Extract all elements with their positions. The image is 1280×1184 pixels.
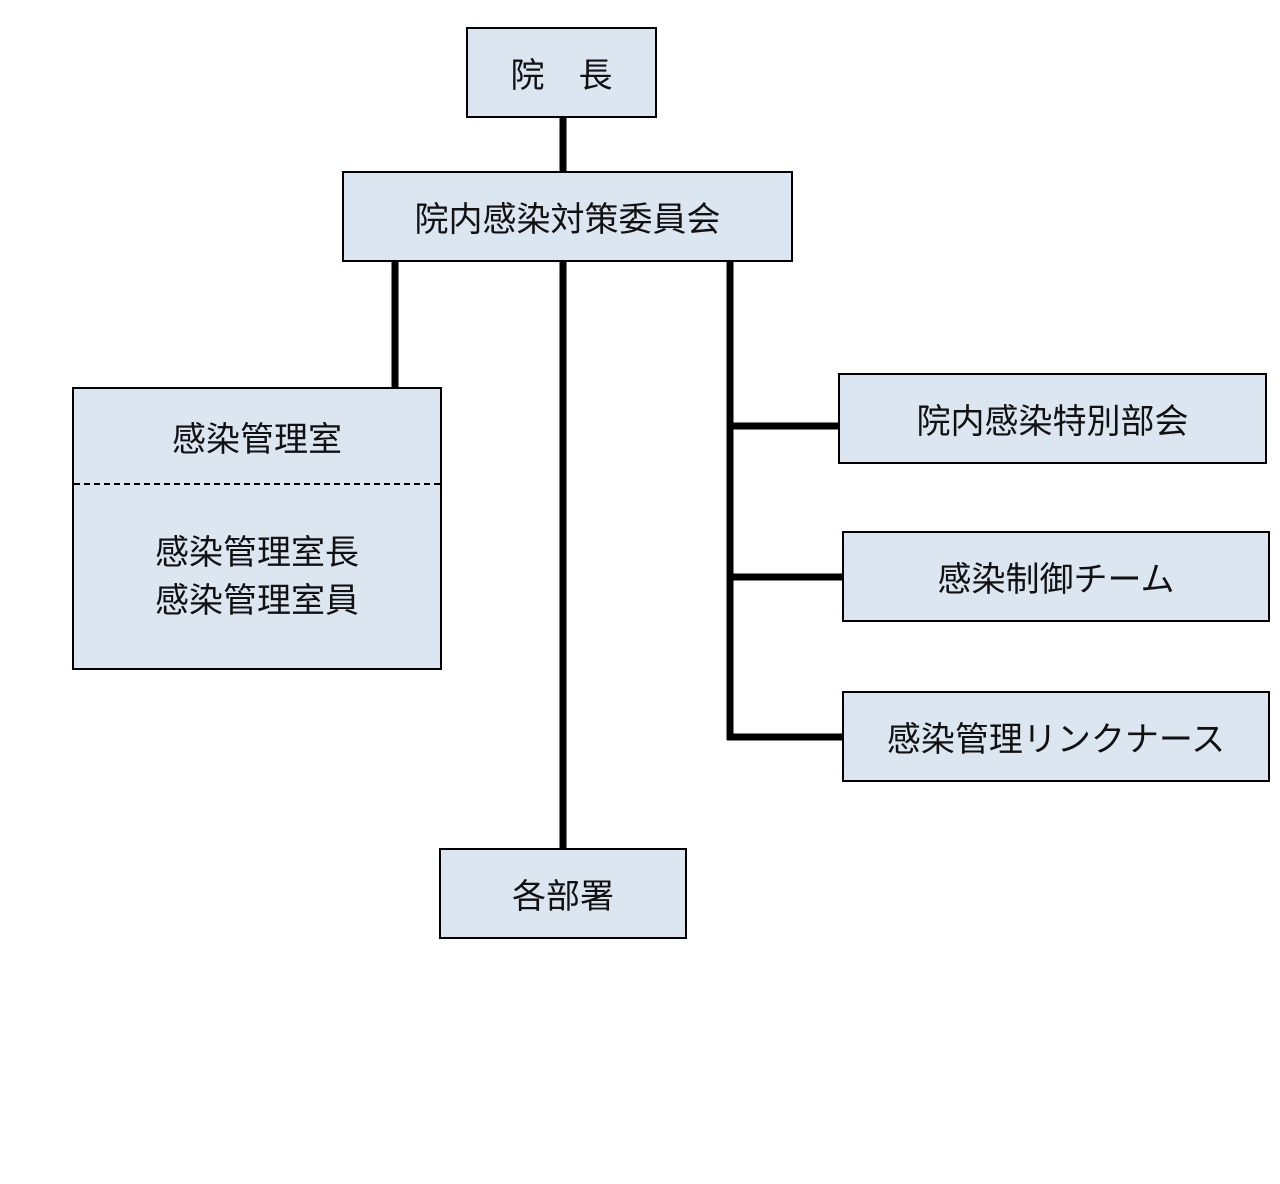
office-member-chief: 感染管理室長 <box>155 533 359 573</box>
office-members: 感染管理室長 感染管理室員 <box>74 529 440 625</box>
infection-control-team-box: 感染制御チーム <box>842 531 1270 622</box>
departments-box: 各部署 <box>439 848 687 939</box>
departments-label: 各部署 <box>512 877 614 917</box>
committee-label: 院内感染対策委員会 <box>414 200 721 240</box>
office-member-staff: 感染管理室員 <box>155 581 359 621</box>
special-subcommittee-label: 院内感染特別部会 <box>916 402 1189 442</box>
infection-control-team-label: 感染制御チーム <box>937 560 1175 600</box>
committee-box: 院内感染対策委員会 <box>342 171 793 262</box>
special-subcommittee-box: 院内感染特別部会 <box>838 373 1267 464</box>
office-title: 感染管理室 <box>172 420 342 460</box>
link-nurse-box: 感染管理リンクナース <box>842 691 1270 782</box>
link-nurse-label: 感染管理リンクナース <box>886 720 1226 760</box>
director-box: 院 長 <box>466 27 657 118</box>
office-divider <box>74 483 440 485</box>
infection-control-office-box: 感染管理室 感染管理室長 感染管理室員 <box>72 387 442 670</box>
director-label: 院 長 <box>510 56 613 96</box>
